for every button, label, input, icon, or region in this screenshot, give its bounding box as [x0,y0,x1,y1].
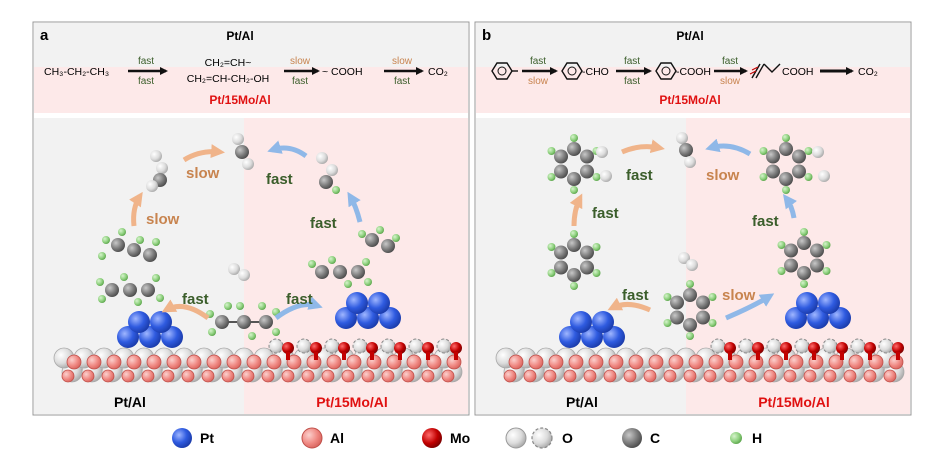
legend-c-label: C [650,430,660,446]
legend-h-swatch [730,432,742,444]
panel-a-bottom-catalyst: Pt/15Mo/Al [209,93,270,107]
arrow-b-left-3 [620,139,665,155]
rate-b-left-3: fast [626,167,653,184]
panel-a-top-catalyst: Pt/Al [226,29,253,43]
panel-a-left-label: Pt/Al [114,394,146,410]
arrow-b-left-1 [607,297,652,313]
legend-o-swatch [505,427,527,449]
alumina-support-b [495,338,905,383]
scheme-a-k1-bottom: fast [138,76,154,87]
panel-a-scheme-bg-top [34,23,468,67]
arrow-b-right-3 [705,138,752,157]
scheme-a-allyl-alcohol: CH₂=CH-CH₂-OH [187,73,270,85]
legend-al-swatch [301,427,323,449]
rate-a-right-1: fast [286,291,313,308]
arrow-b-right-2 [783,193,797,219]
scheme-b-k3-top: fast [722,56,738,67]
legend-pt-label: Pt [200,430,214,446]
panel-a-scheme-bg-bottom [34,67,468,113]
scheme-b-k1-bottom: slow [528,76,549,87]
legend: Pt Al Mo O C H [172,427,762,449]
panel-b-top-catalyst: Pt/Al [676,29,703,43]
pt-cluster-left-b [559,311,625,348]
scheme-a-propane: CH₃-CH₂-CH₃ [44,66,109,78]
scheme-b-benzaldehyde-ring [561,62,583,80]
scheme-b-k2-top: fast [624,56,640,67]
panel-b-letter: b [482,27,491,44]
rate-b-right-1: slow [722,287,756,304]
scheme-a-propene: CH₂=CH~ [205,57,252,69]
rate-b-right-2: fast [752,213,779,230]
phenyl-adsorbate-left-b [547,230,601,290]
scheme-a-k1-top: fast [138,56,154,67]
phenyl-adsorbate-right-b [777,228,831,288]
rate-a-left-1: fast [182,291,209,308]
arrow-a-right-1 [274,296,323,321]
panel-a-letter: a [40,27,49,44]
rate-b-left-1: fast [622,287,649,304]
rate-b-left-2: fast [592,205,619,222]
propene-adsorbate-right-a [358,226,400,253]
scheme-b-benzoic-acid: -COOH [676,66,711,78]
propene-adsorbate-a [98,228,160,262]
scheme-b-co2: CO₂ [858,66,878,78]
oxygenate-left-a [146,150,168,192]
scheme-b-aliphatic-acid: COOH [782,66,814,78]
scheme-a-k2-top: slow [290,56,311,67]
arrow-a-left-3 [182,144,225,163]
rate-a-right-2: fast [310,215,337,232]
scheme-b-ring-opened [749,63,781,79]
scheme-a-k3-top: slow [392,56,413,67]
toluene-molecule-b [663,280,717,340]
propyl-adsorbate-a [96,273,164,306]
legend-al-label: Al [330,430,344,446]
pt-cluster-right-a [335,292,401,329]
legend-h-label: H [752,430,762,446]
arrow-a-right-3 [267,140,308,159]
rate-a-left-2: slow [146,211,180,228]
panel-a: a Pt/Al CH₃-CH₂-CH₃ fast fast CH₂=CH~ CH… [32,21,470,416]
scheme-b-toluene [491,62,518,80]
arrow-a-right-2 [347,191,363,223]
panel-b-scheme-bg-top [476,23,910,67]
scheme-b-k2-bottom: fast [624,76,640,87]
arrow-b-right-1 [725,293,775,321]
legend-o-label: O [562,430,573,446]
panel-a-right-label: Pt/15Mo/Al [316,394,388,410]
legend-mo-label: Mo [450,430,470,446]
rate-a-left-3: slow [186,165,220,182]
oxygenate-right-a [316,152,340,194]
scheme-a-k3-bottom: fast [394,76,410,87]
co2-left-a [232,133,254,170]
arrow-a-left-1 [161,299,210,321]
rate-b-right-3: slow [706,167,740,184]
benzoic-right-b [759,134,813,194]
scheme-b-benzoic-ring [655,62,677,80]
panel-b-right-label: Pt/15Mo/Al [758,394,830,410]
panel-b-left-label: Pt/Al [566,394,598,410]
panel-b-scheme-bg-bottom [476,67,910,113]
rate-a-right-3: fast [266,171,293,188]
scheme-b-k3-bottom: slow [720,76,741,87]
alumina-support-a [53,338,463,383]
legend-c-swatch [622,428,642,448]
pt-cluster-right-b [785,292,851,329]
scheme-a-co2: CO₂ [428,66,448,78]
o2-molecule-a [228,263,250,281]
scheme-b-k1-top: fast [530,56,546,67]
panel-b-bottom-catalyst: Pt/15Mo/Al [659,93,720,107]
legend-o-vacancy-swatch [531,427,553,449]
legend-mo-swatch [422,428,442,448]
panel-b: b Pt/Al fast slow -CHO fast fast -COOH f… [474,21,912,416]
arrow-a-left-2 [129,191,143,227]
legend-pt-swatch [172,428,192,448]
pt-cluster-left-a [117,311,183,348]
o-atoms-b [596,132,830,271]
scheme-a-acid: ~ COOH [322,66,363,78]
scheme-a-k2-bottom: fast [292,76,308,87]
arrow-b-left-2 [569,193,583,227]
scheme-b-benzaldehyde: -CHO [582,66,609,78]
propyl-adsorbate-right-a [308,256,372,288]
